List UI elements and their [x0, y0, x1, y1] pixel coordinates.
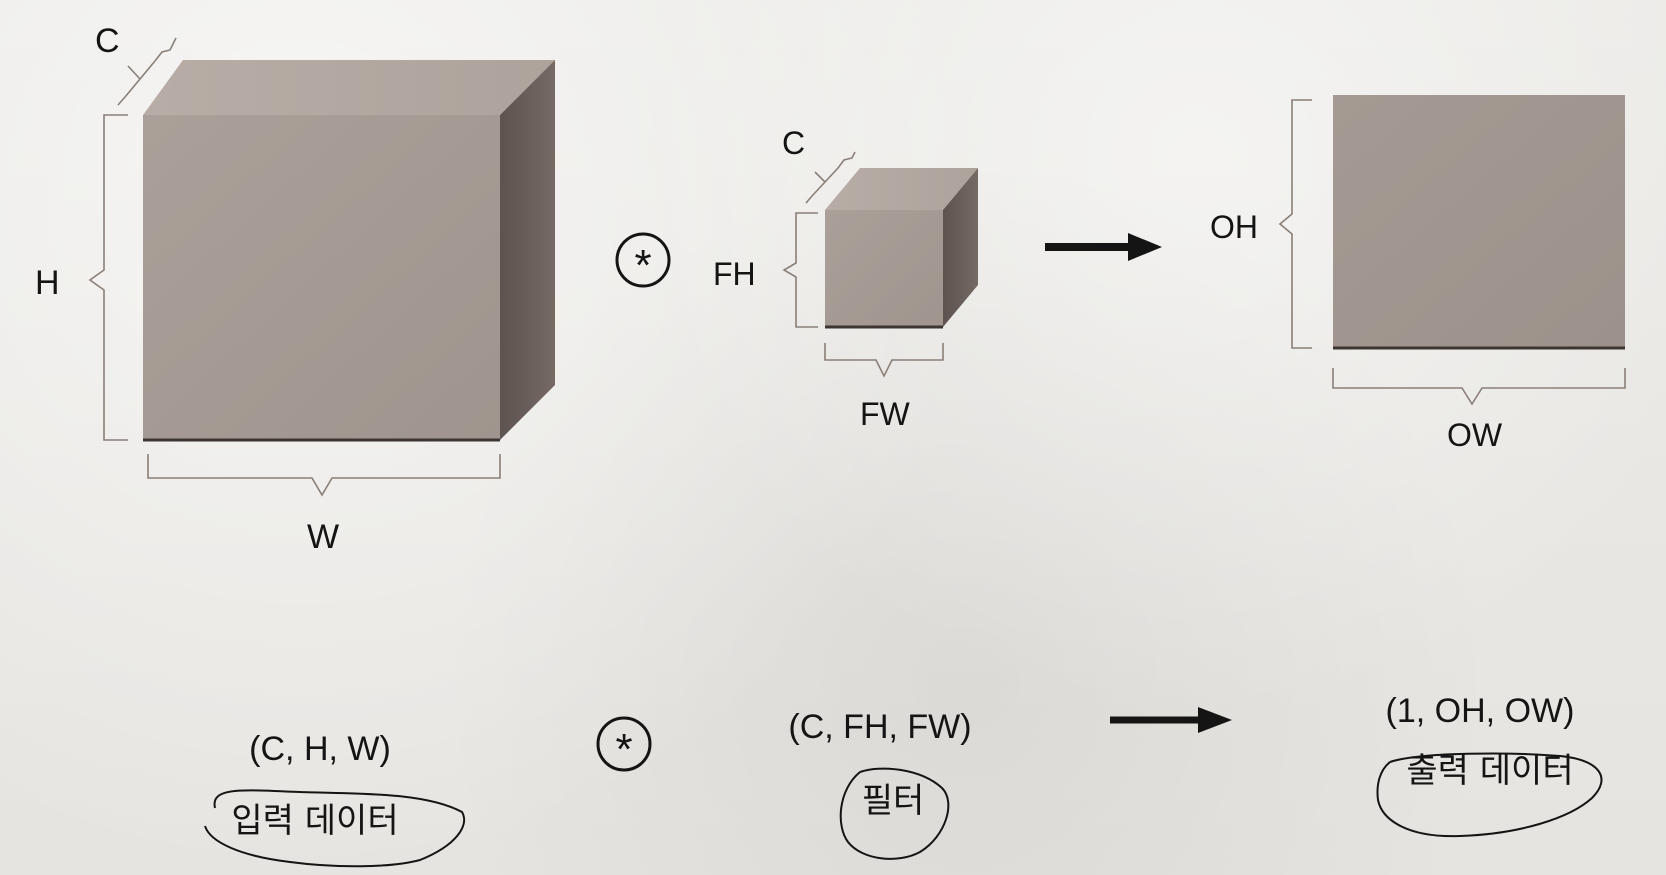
input-w-label: W — [307, 518, 339, 556]
filter-fh-bracket — [782, 212, 818, 328]
input-c-bracket — [117, 37, 177, 106]
convolution-operator-top: * — [615, 232, 671, 290]
input-shape-label: (C, H, W) — [249, 730, 391, 768]
input-w-bracket — [147, 454, 501, 497]
input-h-label: H — [35, 264, 60, 302]
output-name-label: 출력 데이터 — [1406, 751, 1573, 791]
filter-c-bracket — [805, 151, 856, 204]
output-map — [1333, 95, 1625, 348]
output-ow-label: OW — [1447, 417, 1503, 453]
result-arrow-top — [1045, 233, 1162, 261]
input-name-label: 입력 데이터 — [231, 801, 398, 841]
output-oh-label: OH — [1210, 209, 1258, 245]
input-block — [143, 60, 555, 442]
input-h-bracket — [88, 114, 128, 441]
output-name-handwritten-circle — [1376, 752, 1603, 838]
filter-c-label: C — [782, 125, 805, 161]
output-ow-bracket — [1332, 368, 1626, 406]
filter-fw-label: FW — [860, 396, 911, 432]
filter-fw-bracket — [824, 343, 944, 378]
filter-block — [825, 168, 978, 329]
input-block-front — [143, 115, 500, 440]
filter-block-side — [943, 168, 978, 327]
filter-name-handwritten-circle — [839, 767, 950, 860]
input-name-handwritten-circle — [204, 789, 465, 868]
filter-block-front — [825, 210, 943, 327]
filter-fh-label: FH — [713, 256, 756, 292]
svg-text:*: * — [634, 241, 651, 290]
filter-name-label: 필터 — [862, 781, 925, 821]
svg-text:*: * — [615, 725, 632, 774]
input-block-side — [500, 60, 555, 440]
filter-shape-label: (C, FH, FW) — [788, 708, 971, 746]
convolution-operator-bottom: * — [596, 716, 652, 774]
input-block-top — [143, 60, 555, 115]
output-oh-bracket — [1278, 99, 1312, 349]
filter-block-top — [825, 168, 978, 210]
output-shape-label: (1, OH, OW) — [1386, 692, 1575, 730]
input-c-label: C — [95, 22, 120, 60]
result-arrow-bottom — [1110, 707, 1232, 733]
